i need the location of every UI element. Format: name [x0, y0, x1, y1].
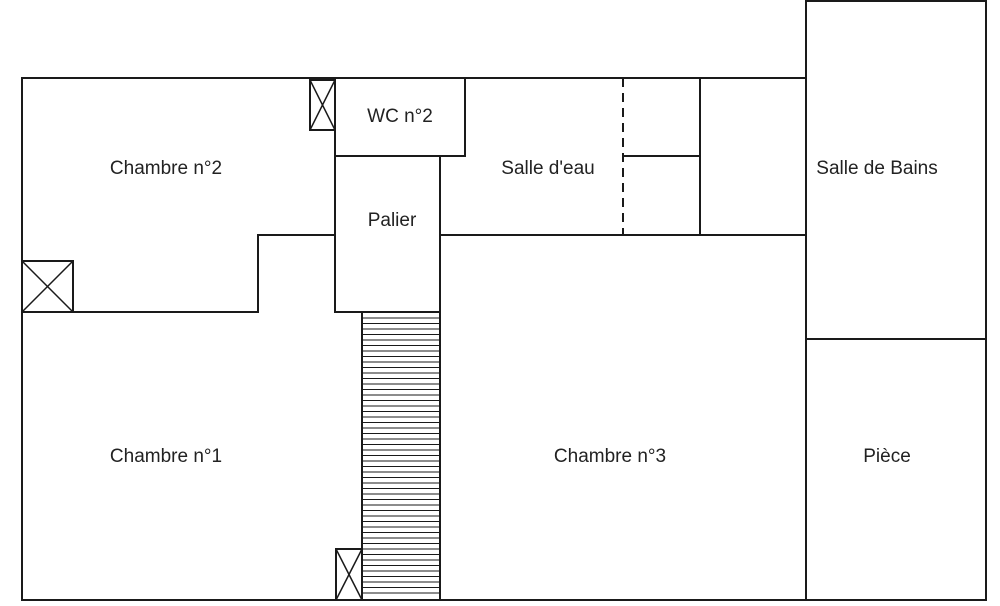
room-label-salle-bains: Salle de Bains	[816, 158, 937, 179]
staircase	[363, 317, 439, 594]
room-label-chambre-1: Chambre n°1	[110, 446, 222, 467]
room-label-piece: Pièce	[863, 446, 911, 467]
room-label-salle-eau: Salle d'eau	[501, 158, 594, 179]
chimney-duct-icon	[21, 260, 74, 313]
room-label-chambre-3: Chambre n°3	[554, 446, 666, 467]
interior-walls	[21, 77, 987, 601]
chimney-duct-icon	[309, 79, 336, 131]
room-label-chambre-2: Chambre n°2	[110, 158, 222, 179]
outer-walls	[21, 0, 987, 601]
room-label-palier: Palier	[368, 210, 417, 231]
chimney-duct-icon	[335, 548, 363, 601]
room-label-wc-2: WC n°2	[367, 106, 433, 127]
